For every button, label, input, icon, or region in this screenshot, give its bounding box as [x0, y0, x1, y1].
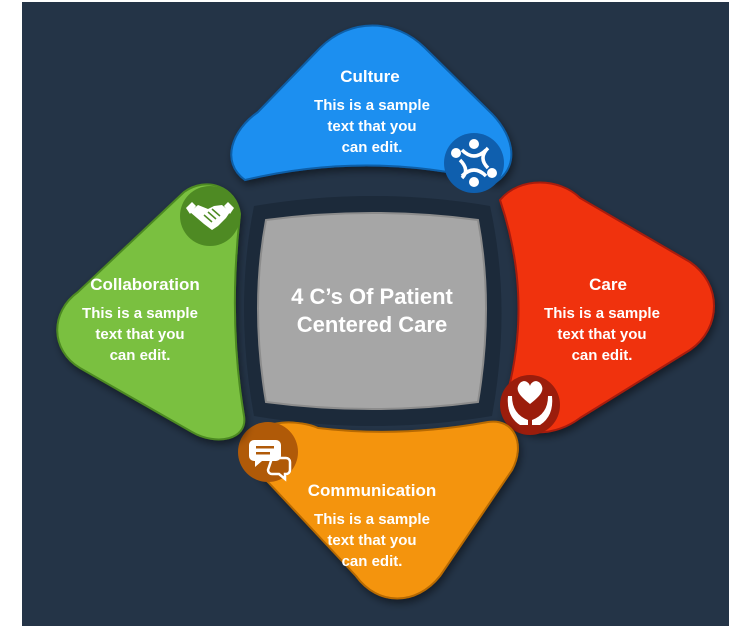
collaboration-text-line3: can edit. — [110, 347, 171, 364]
communication-shape — [245, 420, 519, 600]
care-petal: Care This is a sample text that you can … — [498, 181, 715, 435]
communication-petal: Communication This is a sample text that… — [238, 420, 519, 600]
collaboration-petal: Collaboration This is a sample text that… — [56, 183, 246, 441]
handshake-icon — [180, 186, 240, 246]
heart-hands-icon — [500, 375, 560, 435]
center-hub: 4 C’s Of Patient Centered Care — [244, 196, 502, 426]
care-title: Care — [589, 275, 627, 294]
culture-text-line3: can edit. — [342, 139, 403, 156]
center-title-line1: 4 C’s Of Patient — [291, 284, 453, 309]
collaboration-text-line1: This is a sample — [82, 305, 198, 322]
culture-shape — [230, 24, 513, 184]
communication-text-line3: can edit. — [342, 553, 403, 570]
collaboration-title: Collaboration — [90, 275, 200, 294]
culture-petal: Culture This is a sample text that you c… — [230, 24, 513, 193]
communication-title: Communication — [308, 481, 436, 500]
care-shape — [498, 181, 715, 434]
care-text-line3: can edit. — [572, 347, 633, 364]
team-circle-icon — [444, 133, 504, 193]
collaboration-text-line2: text that you — [95, 326, 184, 343]
care-text-line2: text that you — [557, 326, 646, 343]
chat-bubbles-icon — [238, 422, 298, 482]
communication-text-line2: text that you — [327, 532, 416, 549]
culture-text-line1: This is a sample — [314, 97, 430, 114]
culture-text-line2: text that you — [327, 118, 416, 135]
communication-text-line1: This is a sample — [314, 511, 430, 528]
center-title-line2: Centered Care — [297, 312, 447, 337]
care-text-line1: This is a sample — [544, 305, 660, 322]
center-shape — [257, 212, 487, 410]
culture-title: Culture — [340, 67, 400, 86]
